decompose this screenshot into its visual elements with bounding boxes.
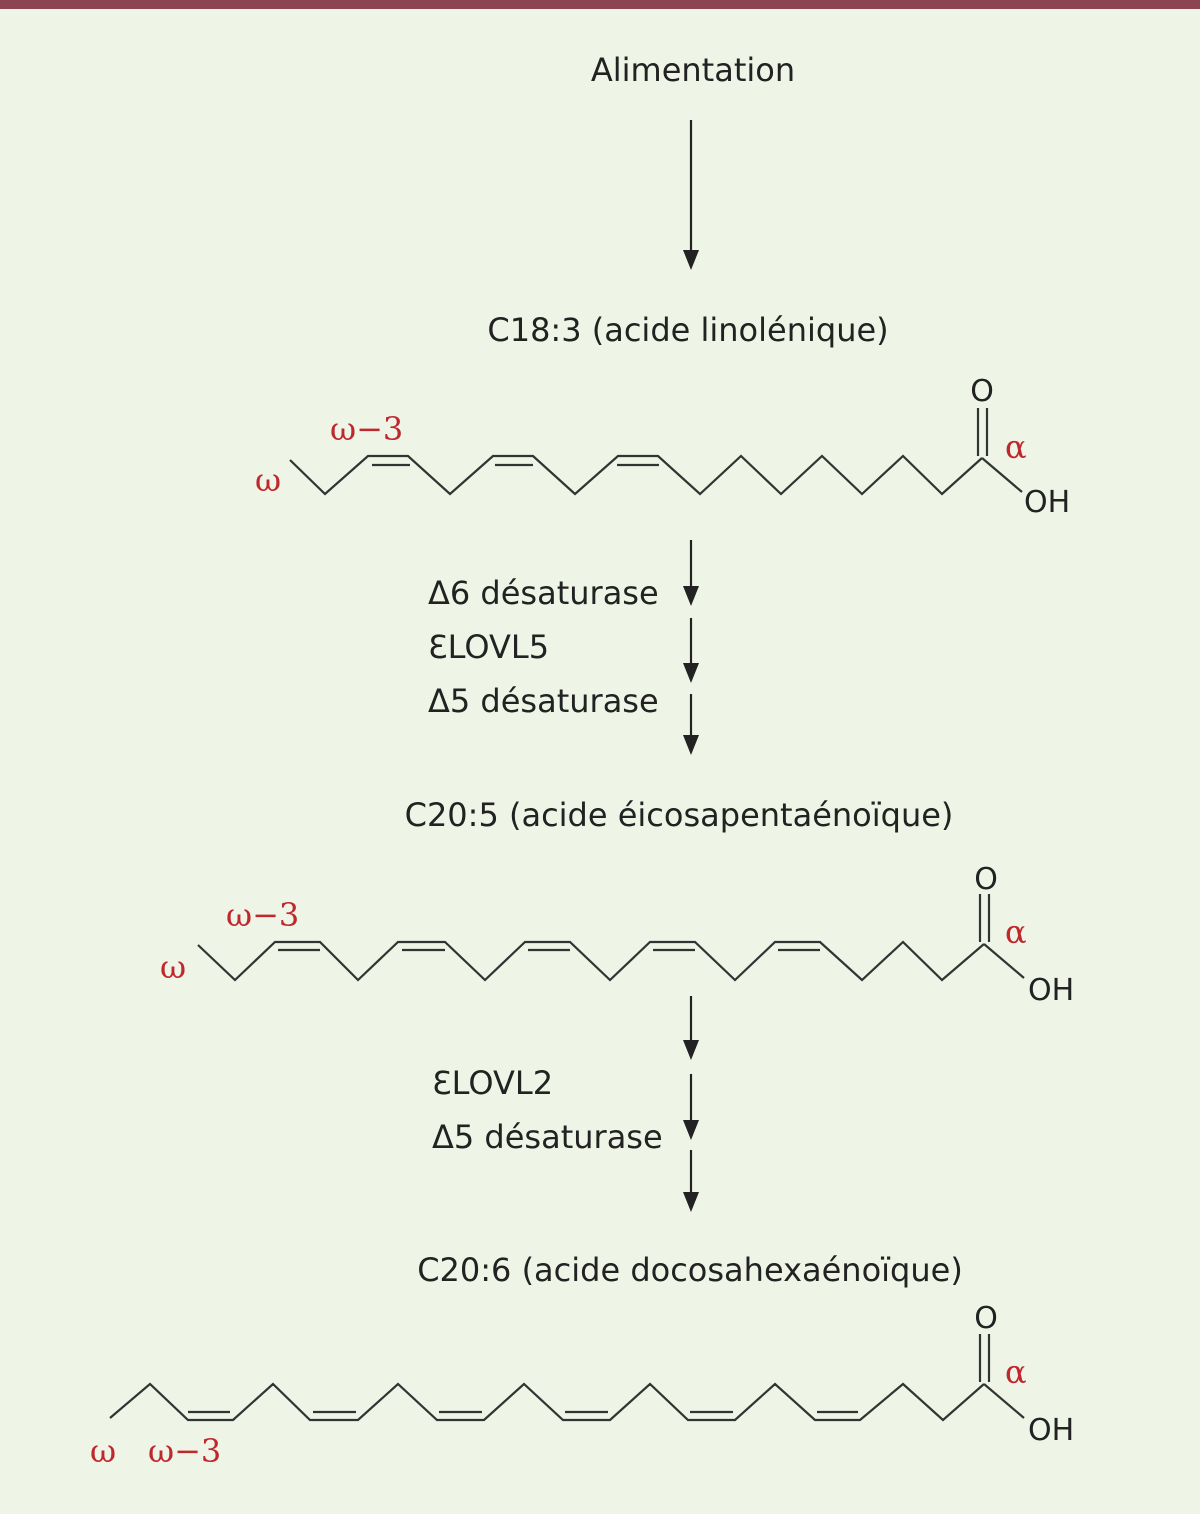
c20-6-name: C20:6 (acide docosahexaénoïque) bbox=[417, 1251, 963, 1289]
c20-6-molecule bbox=[109, 1334, 1025, 1422]
c20-5-hydroxyl: OH bbox=[1028, 973, 1074, 1008]
c20-5-name: C20:5 (acide éicosapentaénoïque) bbox=[405, 796, 954, 834]
c18-3-molecule bbox=[289, 408, 1023, 496]
enzyme-delta5-desaturase-2: Δ5 désaturase bbox=[432, 1118, 663, 1156]
c20-6-omega-label: ω bbox=[90, 1432, 116, 1470]
enzyme-delta5-desaturase: Δ5 désaturase bbox=[428, 682, 659, 720]
c20-6-hydroxyl: OH bbox=[1028, 1413, 1074, 1448]
c20-6-alpha-label: α bbox=[1005, 1353, 1027, 1391]
c20-5-omega-label: ω bbox=[160, 948, 186, 986]
arrow-source-to-c18 bbox=[683, 120, 699, 270]
c20-5-omega3-label: ω−3 bbox=[226, 896, 299, 934]
c18-3-alpha-label: α bbox=[1005, 428, 1027, 466]
arrow-group-c20-5-to-c20-6 bbox=[683, 996, 699, 1212]
c18-3-name: C18:3 (acide linolénique) bbox=[487, 311, 888, 349]
arrow-group-c18-to-c20-5 bbox=[683, 540, 699, 755]
enzyme-delta6-desaturase: Δ6 désaturase bbox=[428, 574, 659, 612]
top-accent-bar bbox=[0, 0, 1200, 9]
c20-5-carbonyl-oxygen: O bbox=[974, 862, 998, 897]
c20-6-chain bbox=[109, 1382, 985, 1422]
enzyme-elovl5: ƐLOVL5 bbox=[428, 628, 549, 666]
c20-5-chain bbox=[197, 940, 985, 982]
c20-6-carbonyl-oxygen: O bbox=[974, 1301, 998, 1336]
c18-3-carbonyl-oxygen: O bbox=[970, 374, 994, 409]
enzyme-elovl2: ƐLOVL2 bbox=[432, 1064, 553, 1102]
c18-3-chain bbox=[289, 454, 983, 496]
c18-3-omega-label: ω bbox=[255, 461, 281, 499]
c20-6-omega3-label: ω−3 bbox=[148, 1432, 221, 1470]
c20-5-molecule bbox=[197, 894, 1025, 982]
c18-3-hydroxyl: OH bbox=[1024, 485, 1070, 520]
c20-5-alpha-label: α bbox=[1005, 913, 1027, 951]
c18-3-omega3-label: ω−3 bbox=[330, 410, 403, 448]
source-label: Alimentation bbox=[591, 51, 795, 89]
